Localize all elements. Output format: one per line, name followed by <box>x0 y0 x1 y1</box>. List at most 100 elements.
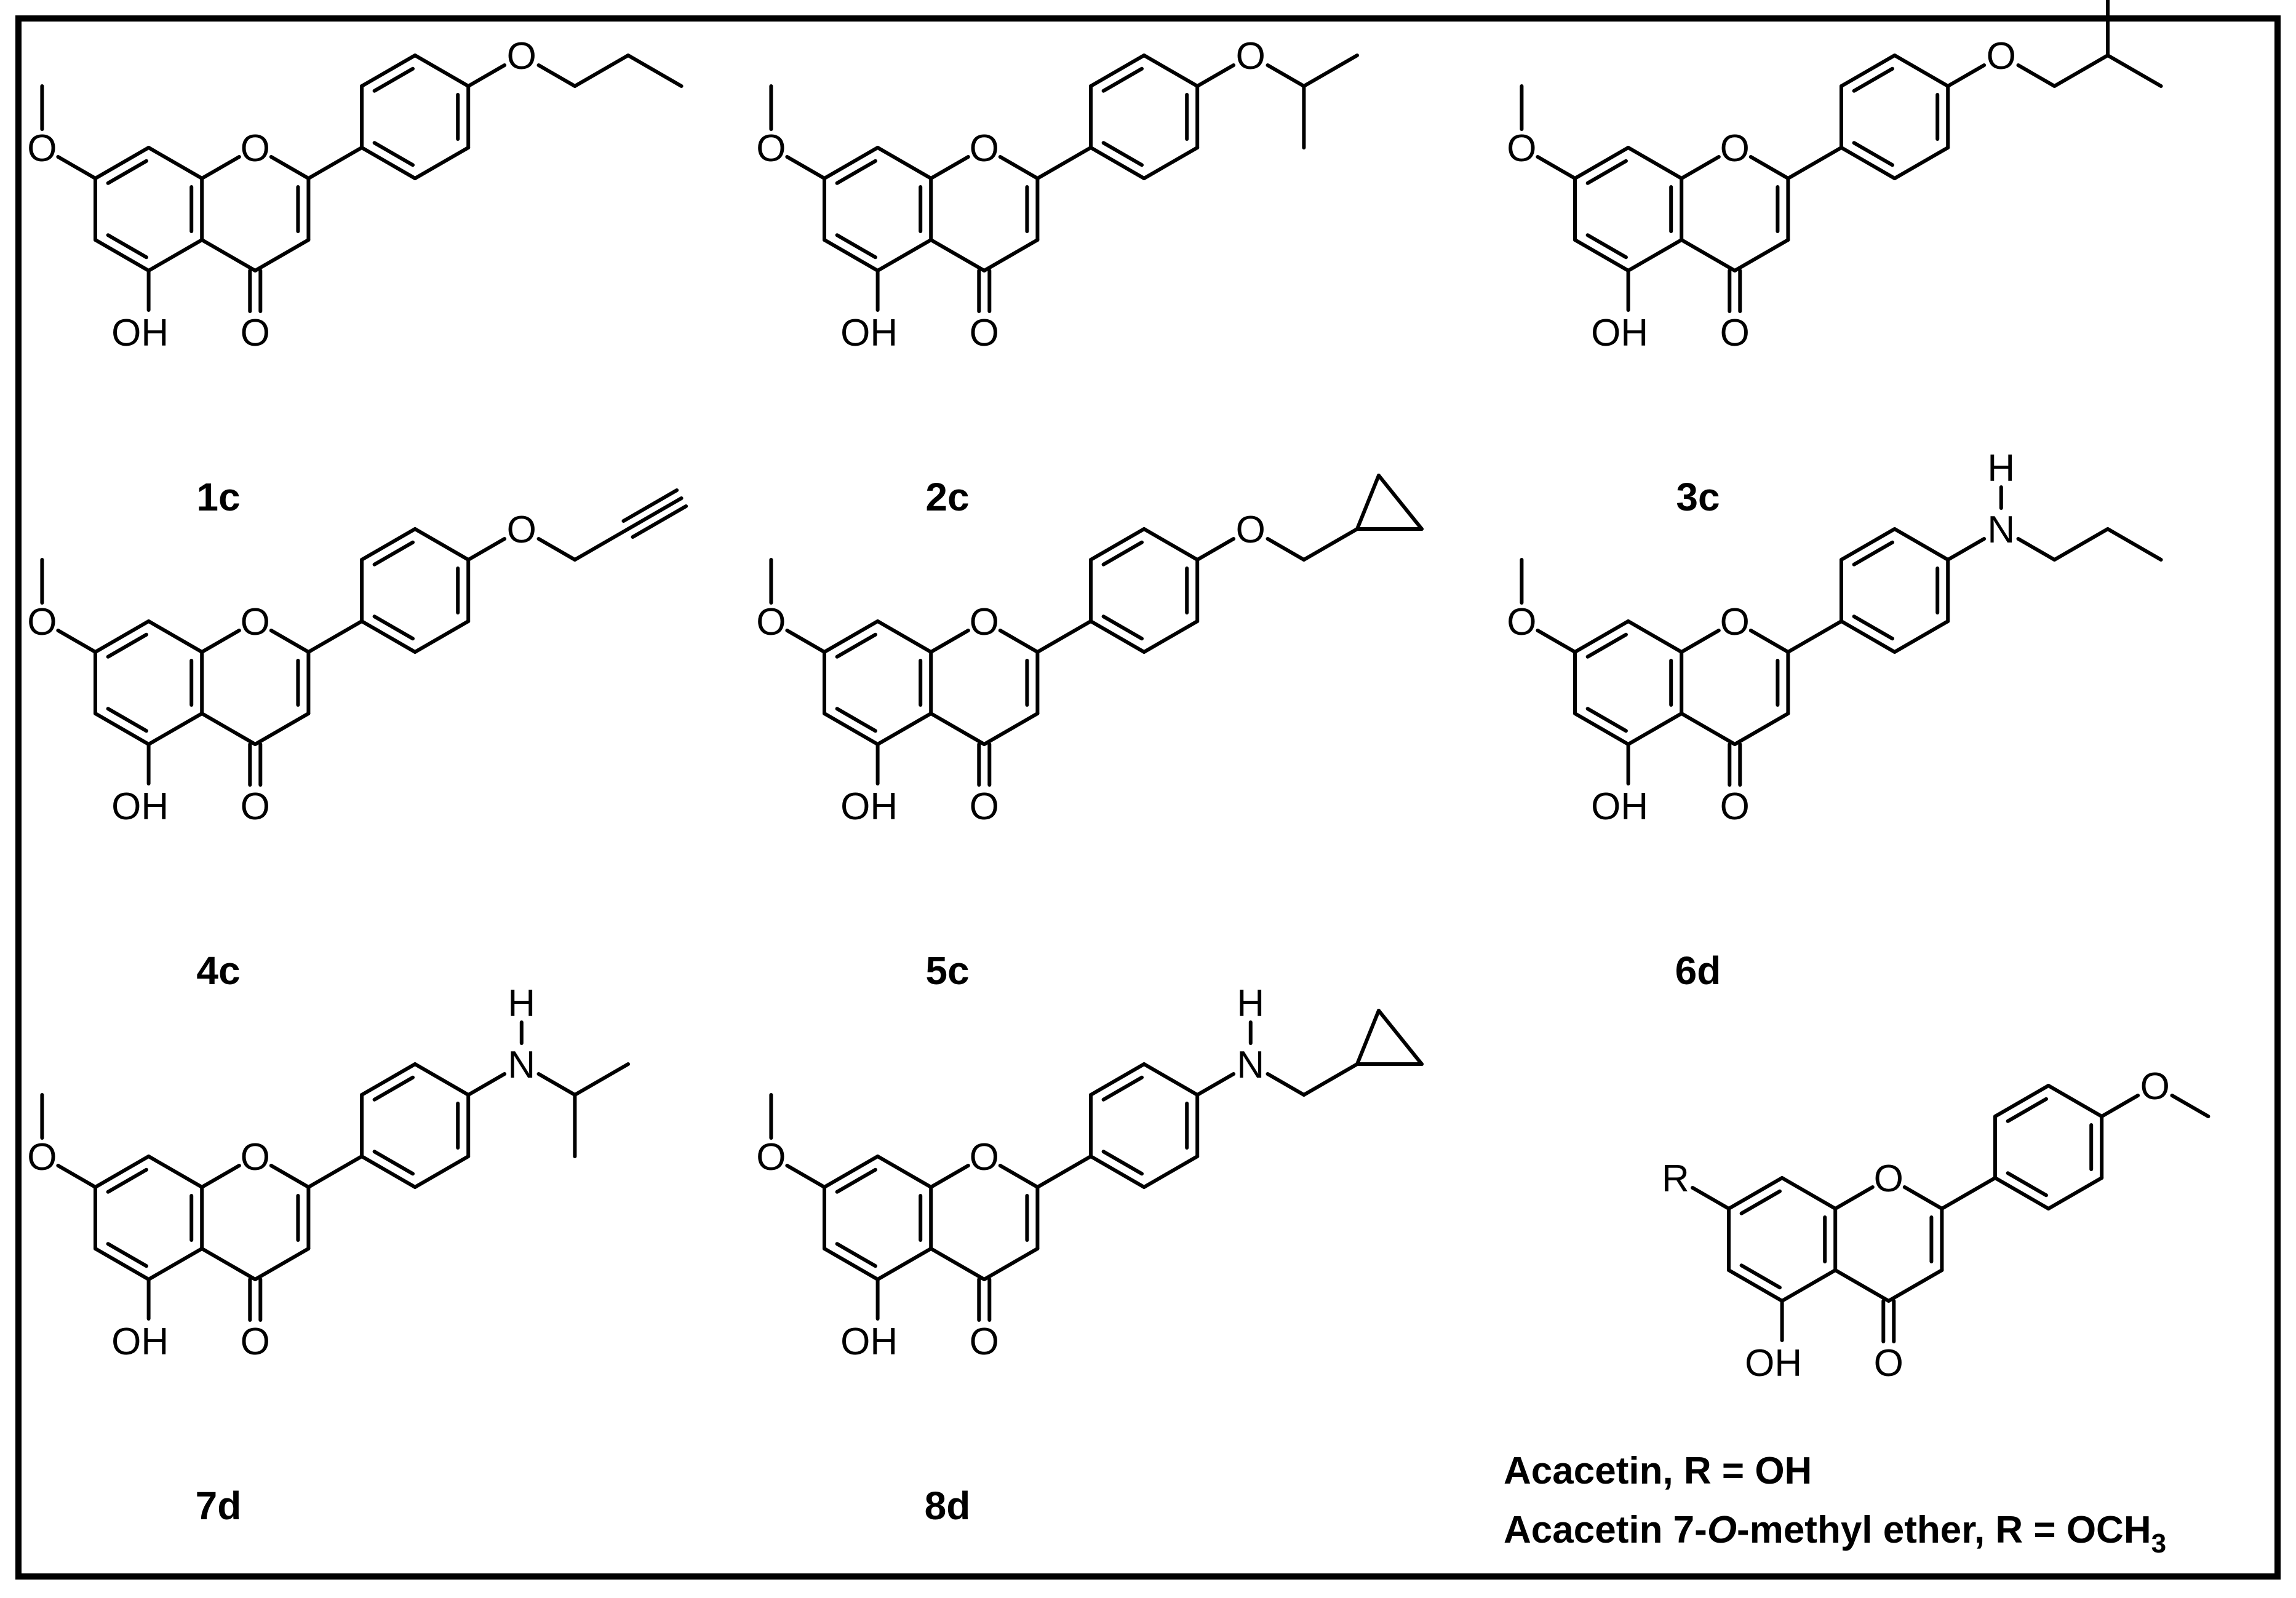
bond <box>1626 238 1684 272</box>
bond <box>200 238 257 272</box>
bond <box>146 1247 204 1281</box>
bond <box>146 619 204 654</box>
bond <box>200 1247 257 1281</box>
bond <box>2106 54 2163 88</box>
compound-label: 1c <box>196 475 240 519</box>
bond <box>372 1150 415 1176</box>
bond <box>875 1155 933 1189</box>
bond <box>1680 712 1737 746</box>
carbonyl-oxygen-label: O <box>1720 785 1750 828</box>
bond <box>94 146 151 180</box>
amine-hydrogen-label: H <box>1237 982 1264 1025</box>
bond <box>1536 155 1577 180</box>
bond <box>466 1072 507 1097</box>
bond <box>536 1072 577 1097</box>
bond <box>573 527 630 562</box>
bond <box>1089 146 1146 180</box>
bond <box>200 1164 241 1189</box>
compound-label: 6d <box>1675 948 1721 993</box>
bond <box>1892 54 1950 88</box>
ring-oxygen-label: O <box>1720 127 1750 170</box>
bond <box>998 1164 1040 1189</box>
methoxy-oxygen-label: O <box>756 601 786 643</box>
bond <box>1892 146 1950 180</box>
bond <box>626 54 684 88</box>
ether-oxygen-label: O <box>1987 35 2016 78</box>
bond <box>875 619 933 654</box>
amine-nitrogen-label: N <box>1987 509 2015 551</box>
methoxy-oxygen-label: O <box>756 127 786 170</box>
bond <box>2052 54 2110 88</box>
carbonyl-oxygen-label: O <box>970 312 999 354</box>
bond <box>1852 540 1894 566</box>
bond <box>875 1247 933 1281</box>
bond <box>1101 540 1144 566</box>
methoxy-oxygen-label: O <box>27 1136 57 1179</box>
bond <box>413 1155 471 1189</box>
bond <box>253 1247 311 1281</box>
bond <box>1833 1185 1875 1210</box>
bond <box>2006 1097 2048 1123</box>
bond <box>1892 619 1950 654</box>
hydroxyl-label: OH <box>840 312 898 354</box>
bond <box>982 238 1040 272</box>
bond <box>785 629 826 654</box>
bond <box>1852 141 1894 167</box>
r-group-label: R <box>1662 1158 1689 1200</box>
bond <box>306 619 364 654</box>
bond <box>1585 632 1628 659</box>
bond <box>1840 54 1897 88</box>
bond <box>835 233 877 260</box>
ring-oxygen-label: O <box>1720 601 1750 643</box>
bond <box>1355 474 1381 531</box>
bond <box>1680 238 1737 272</box>
bond <box>1573 712 1630 746</box>
bond <box>306 146 364 180</box>
bond <box>200 629 241 654</box>
bond <box>1195 537 1236 562</box>
bond <box>1089 527 1146 562</box>
bond <box>2046 1176 2104 1210</box>
bond <box>106 159 148 185</box>
hydroxyl-label: OH <box>1591 785 1648 828</box>
bond <box>785 155 826 180</box>
carbonyl-oxygen-label: O <box>970 1321 999 1363</box>
bond <box>1780 1176 1838 1210</box>
bond <box>835 707 877 733</box>
bond <box>269 155 311 180</box>
bond <box>1585 233 1628 260</box>
bond <box>1691 1186 1731 1210</box>
bond <box>1840 146 1897 180</box>
ring-oxygen-label: O <box>970 1136 999 1179</box>
bond <box>2170 1094 2210 1118</box>
bond <box>1946 63 1987 88</box>
methoxy-oxygen-label: O <box>27 601 57 643</box>
bond <box>1536 629 1577 654</box>
compound-label: 7d <box>196 1484 242 1528</box>
bond <box>360 1062 417 1097</box>
bond <box>2100 1094 2140 1118</box>
bond <box>823 712 880 746</box>
bond <box>1585 707 1628 733</box>
bond <box>1089 1062 1146 1097</box>
bond <box>1573 146 1630 180</box>
bond <box>1355 1009 1381 1066</box>
bond <box>929 1247 986 1281</box>
amine-hydrogen-label: H <box>1987 447 2015 490</box>
bond <box>1101 614 1144 641</box>
ether-oxygen-label: O <box>2140 1065 2170 1108</box>
bond <box>1993 1084 2051 1118</box>
bond <box>1035 619 1093 654</box>
bond <box>1573 238 1630 272</box>
bond <box>360 619 417 654</box>
amine-nitrogen-label: N <box>1237 1044 1264 1086</box>
ring-oxygen-label: O <box>970 601 999 643</box>
hydroxyl-label: OH <box>840 785 898 828</box>
bond <box>1302 1062 1359 1097</box>
hydroxyl-label: OH <box>111 312 169 354</box>
